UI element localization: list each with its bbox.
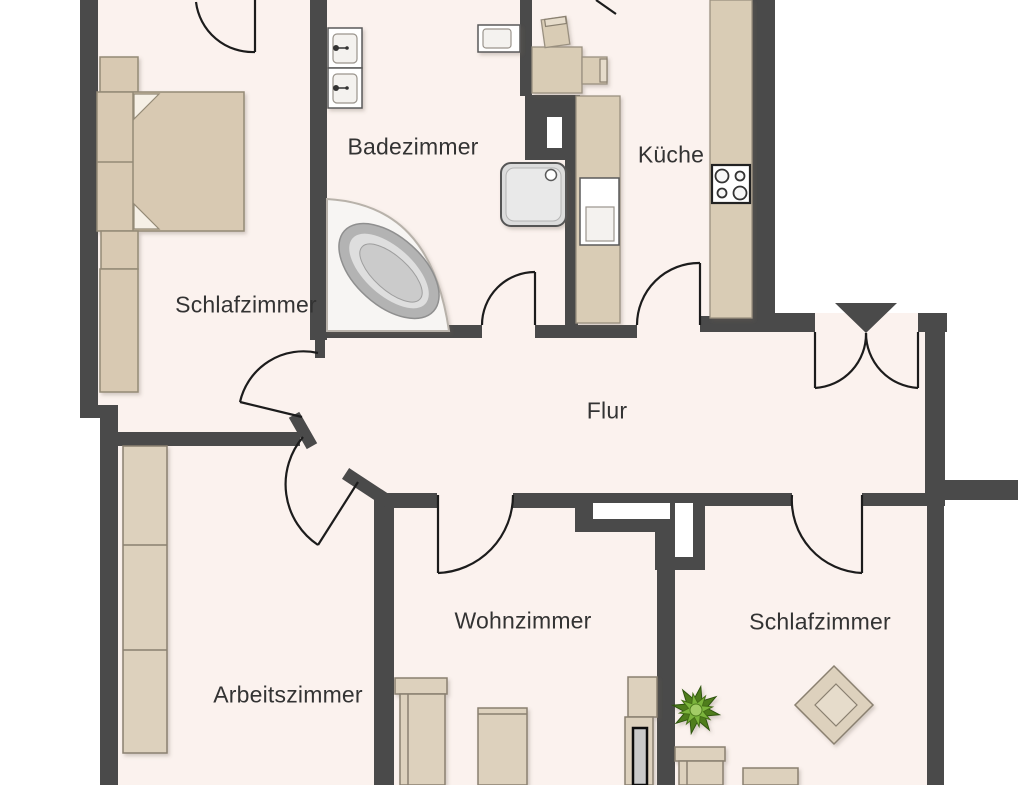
coffee-table [477, 707, 528, 785]
wall-left-upper [80, 0, 98, 412]
armchair-seat [814, 683, 858, 727]
shaft-niche-bath [547, 117, 562, 148]
wall-office-top [118, 432, 300, 446]
stove-burner-3 [716, 187, 728, 199]
room-label-schlafzimmer-2: Schlafzimmer [749, 608, 891, 635]
dresser-2 [742, 767, 799, 785]
kitchen-door-swing-arc [635, 261, 701, 326]
kitchen-top-door-partial [595, 0, 617, 15]
stove-burner-1 [714, 168, 730, 184]
dining-table [531, 46, 583, 94]
doors-layer [194, 0, 920, 575]
wall-bedroom-bath-divider [310, 0, 327, 340]
wall-office-living-divider [374, 497, 394, 785]
wardrobe-bedroom-1 [99, 268, 139, 393]
shaft-niche-vertical [675, 503, 693, 557]
tv-screen [631, 726, 649, 785]
nightstand-2 [100, 230, 139, 270]
bath-sink-1-drain [345, 46, 349, 50]
entrance-arrow [835, 303, 897, 333]
wall-right-lower [927, 500, 944, 785]
living-room-door [436, 494, 515, 575]
wall-bedroom2-top-right [862, 493, 945, 506]
sofa-2-cap [674, 746, 726, 762]
bedroom-2-door-swing-arc [790, 494, 863, 575]
wall-bath-kitchen-lower [565, 158, 578, 338]
room-label-flur: Flur [586, 397, 628, 424]
nightstand-1 [99, 56, 139, 93]
jamb-office-door [341, 467, 393, 508]
outside-right-mid [945, 313, 1018, 480]
room-label-wohnzimmer: Wohnzimmer [454, 607, 592, 634]
wall-between-doors [513, 493, 575, 508]
wall-left-lower [100, 418, 118, 785]
wall-right-upper [925, 313, 945, 483]
bedroom-2-door [790, 494, 864, 575]
bedroom-top-door [194, 0, 257, 54]
sofa-cap [394, 677, 448, 695]
living-room-door-swing-arc [437, 494, 515, 575]
outside-left [0, 0, 80, 785]
room-label-schlafzimmer-1: Schlafzimmer [175, 291, 317, 318]
wall-bath-kitchen-upper [520, 0, 532, 96]
bed-pillow-fold-2 [133, 202, 161, 230]
outside-top-right [775, 0, 1018, 313]
bathroom-door-swing-arc [480, 270, 536, 326]
kitchen-door [635, 261, 702, 326]
bathroom-door [480, 270, 537, 326]
wall-bedroom2-top-left [705, 493, 792, 506]
wall-entrance-left [775, 313, 815, 332]
wall-living-bedroom2-divider [657, 570, 675, 785]
plant-icon [670, 684, 722, 736]
bedroom-hall-door [238, 350, 319, 419]
bathtub-basin [359, 243, 423, 303]
bed-pillow-fold-1 [133, 93, 161, 121]
wall-livingroom-top-left [383, 493, 437, 508]
room-label-badezimmer: Badezimmer [347, 133, 479, 160]
stove-burner-4 [732, 185, 748, 201]
entrance-door-left-swing-arc [814, 332, 868, 390]
room-label-arbeitszimmer: Arbeitszimmer [213, 681, 363, 708]
office-door [284, 436, 359, 546]
office-door-leaf [317, 481, 359, 546]
jamb-bedroom-door [288, 411, 318, 450]
shower-inner [505, 167, 562, 222]
shower-head [544, 168, 558, 182]
wall-bedroom-door-stub [315, 340, 325, 358]
furniture-layer [96, 0, 875, 785]
entrance-door-right-swing-arc [864, 332, 919, 390]
plant-core [689, 703, 703, 717]
stove-burner-2 [734, 170, 746, 182]
wardrobe-office [122, 445, 168, 754]
tv-board-top [627, 676, 658, 718]
chair-1-backrest [543, 15, 568, 28]
room-label-kueche: Küche [637, 141, 705, 168]
bath-sink-2-drain [345, 86, 349, 90]
bedroom-hall-door-leaf [239, 400, 303, 419]
outside-left-lower [80, 418, 100, 785]
shaft-niche-horizontal [593, 503, 670, 519]
kitchen-sink-basin [585, 206, 615, 242]
wall-left-step [80, 405, 118, 418]
entrance-door-right [864, 332, 920, 390]
kitchen-top-door-partial-leaf [595, 0, 617, 15]
outside-right-lower [944, 500, 1018, 785]
wall-kitchen-right [752, 0, 775, 332]
sofa-body [399, 693, 446, 785]
bedroom-top-door-swing-arc [194, 1, 256, 54]
entrance-door-left [813, 332, 868, 390]
bath-wall-sink-basin [482, 28, 512, 49]
sofa-2-body [678, 760, 724, 785]
kitchen-counter-right [709, 0, 753, 319]
wall-kitchen-bottom-left [576, 325, 637, 338]
wall-right-step [925, 480, 1018, 500]
bedroom-hall-door-swing-arc [238, 350, 319, 403]
office-door-swing-arc [284, 436, 319, 546]
chair-2-backrest [599, 58, 608, 83]
